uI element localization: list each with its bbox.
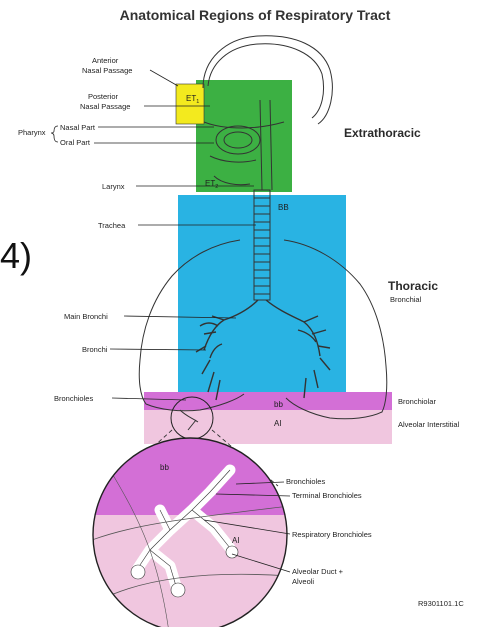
anterior-nasal-region	[176, 84, 204, 124]
figure-code: R9301101.1C	[418, 599, 464, 608]
label-bronchi: Bronchi	[82, 345, 108, 354]
label-larynx: Larynx	[102, 182, 125, 191]
label-posterior-line1: Posterior	[88, 92, 119, 101]
label-terminal-bronchioles: Terminal Bronchioles	[292, 491, 362, 500]
extrathoracic-region	[196, 80, 292, 192]
label-anterior-line1: Anterior	[92, 56, 119, 65]
cropped-text-fragment: 4)	[0, 235, 32, 276]
diagram-title: Anatomical Regions of Respiratory Tract	[120, 7, 391, 23]
label-respiratory-bronchioles: Respiratory Bronchioles	[292, 530, 372, 539]
label-posterior-line2: Nasal Passage	[80, 102, 130, 111]
label-pharynx: Pharynx	[18, 128, 46, 137]
region-bb-lower-label: bb	[274, 400, 283, 409]
region-ai-label: AI	[274, 419, 282, 428]
label-main-bronchi: Main Bronchi	[64, 312, 108, 321]
header-bronchiolar: Bronchiolar	[398, 397, 436, 406]
header-thoracic: Thoracic	[388, 279, 438, 293]
label-inset-bronchioles: Bronchioles	[286, 477, 325, 486]
header-alveolar-interstitial: Alveolar Interstitial	[398, 420, 460, 429]
inset-ai-label: AI	[232, 536, 240, 545]
region-bb-upper-label: BB	[278, 203, 289, 212]
alveolar-inset	[90, 435, 290, 627]
label-alveolar-duct-line2: Alveoli	[292, 577, 314, 586]
label-oral-part: Oral Part	[60, 138, 91, 147]
header-bronchial: Bronchial	[390, 295, 422, 304]
bronchiolar-region	[144, 392, 392, 410]
label-bronchioles: Bronchioles	[54, 394, 93, 403]
inset-bb-label: bb	[160, 463, 169, 472]
label-nasal-part: Nasal Part	[60, 123, 96, 132]
header-extrathoracic: Extrathoracic	[344, 126, 421, 140]
label-anterior-line2: Nasal Passage	[82, 66, 132, 75]
label-alveolar-duct-line1: Alveolar Duct +	[292, 567, 344, 576]
label-trachea: Trachea	[98, 221, 126, 230]
